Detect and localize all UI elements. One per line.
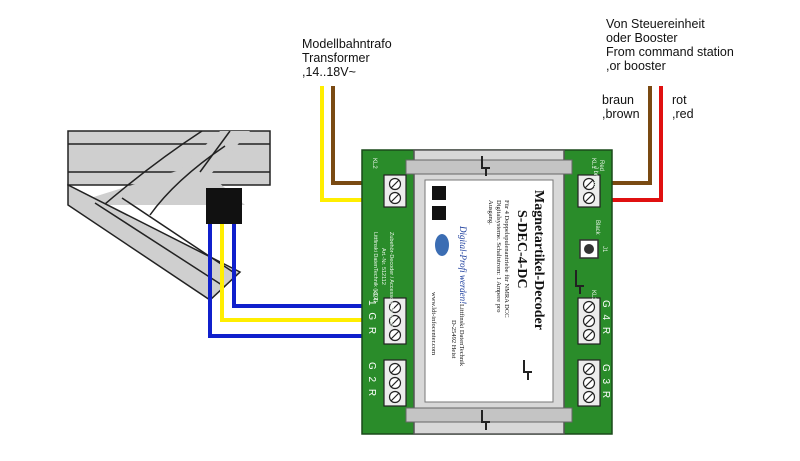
terminal-block-dcc-in [577, 174, 601, 208]
board-black-pin: Black [594, 220, 600, 235]
board-web: www.ldt-infocenter.com [430, 292, 437, 356]
terminal-block-output-4 [577, 297, 601, 345]
command-station-label-line-4: ,or booster [606, 59, 666, 73]
board-port-4: G 4 R [600, 300, 611, 337]
board-model: S-DEC-4-DC [514, 210, 529, 289]
transformer-label-line-1: Modellbahntrafo [302, 37, 392, 51]
brown-wire-label-line-2: ,brown [602, 107, 640, 121]
terminal-blocks [383, 174, 601, 407]
board-side-2: Art.-Nr. 512112 [380, 248, 386, 285]
brown-wire-label: braun ,brown [602, 93, 640, 121]
transformer-label-line-3: ,14..18V~ [302, 65, 356, 79]
board-title: Magnetartikel-Decoder [531, 190, 546, 330]
red-wire-label: rot ,red [672, 93, 694, 121]
board-port-2: G 2 R [366, 362, 377, 399]
board-kl2: KL2 [371, 158, 377, 169]
command-station-label: Von Steuereinheit oder Booster From comm… [606, 17, 734, 73]
terminal-block-output-2 [383, 359, 407, 407]
board-port-3: G 3 R [600, 364, 611, 401]
board-port-1: 1 G R [366, 300, 377, 337]
red-wire-label-line-1: rot [672, 93, 687, 107]
board-maker-1: Littfinski DatenTechnik [458, 304, 465, 367]
turnout-track [67, 130, 271, 301]
board-brown-pin: J brown [592, 166, 598, 188]
board-side-3: Zubehör-Decoder / Accessory Decoder [388, 232, 394, 328]
terminal-block-output-1 [383, 297, 407, 345]
board-desc-2: Digitalsysteme. Schaltstrom: 1 Ampere pr… [495, 200, 502, 313]
transformer-label: Modellbahntrafo Transformer ,14..18V~ [302, 37, 392, 79]
terminal-block-power-in [383, 174, 407, 208]
turnout-motor [206, 188, 242, 224]
terminal-block-output-3 [577, 359, 601, 407]
board-maker-2: D-25492 Heist [450, 320, 457, 359]
turnout-wires [208, 224, 372, 338]
board-desc-1: Für 4 Doppelspulenantriebe für NMRA DCC [503, 200, 510, 318]
transformer-label-line-2: Transformer [302, 51, 370, 65]
board-brand: Digital-Profi werden! [458, 226, 468, 305]
command-station-label-line-2: oder Booster [606, 31, 678, 45]
command-station-label-line-3: From command station [606, 45, 734, 59]
board-desc-3: Ausgang. [487, 200, 494, 225]
command-station-wires [596, 86, 663, 202]
brown-wire-label-line-1: braun [602, 93, 634, 107]
red-wire-label-line-2: ,red [672, 107, 694, 121]
board-jumper: J1 [601, 246, 607, 253]
command-station-label-line-1: Von Steuereinheit [606, 17, 705, 31]
